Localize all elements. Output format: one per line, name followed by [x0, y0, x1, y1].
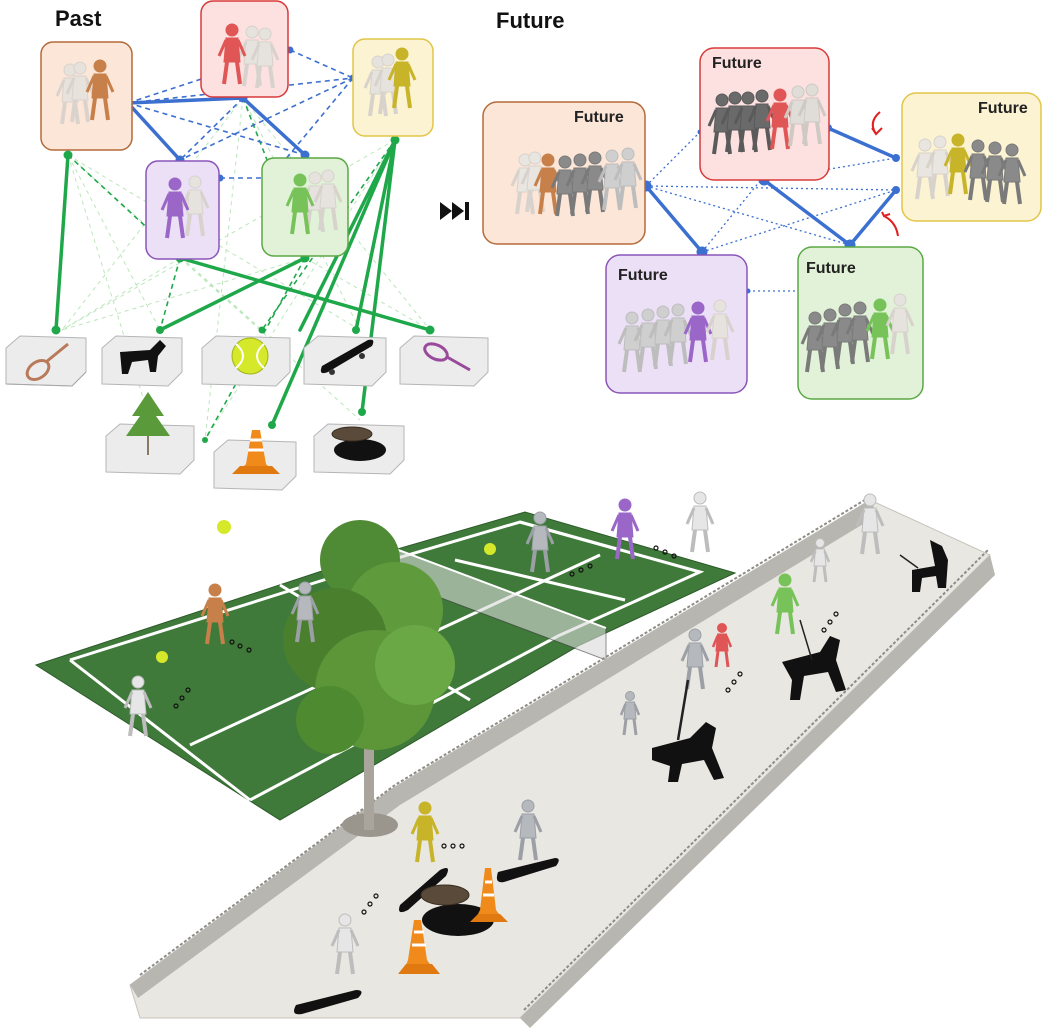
object-tiles: [5, 335, 489, 491]
future-heading: Future: [496, 8, 565, 33]
tree: [283, 520, 455, 837]
dog-icon: [101, 335, 183, 387]
past-node-red: [200, 0, 289, 98]
future-label-purple: Future: [618, 267, 668, 284]
future-node-purple: Future: [605, 254, 748, 394]
bold-human-edges: [126, 96, 307, 162]
past-node-green: [261, 157, 349, 257]
future-node-yellow: Future: [901, 92, 1042, 222]
future-node-green: Future: [797, 246, 924, 400]
traffic-cone-icon: [398, 920, 440, 974]
traffic-cone-icon: [470, 868, 508, 922]
future-label-red: Future: [712, 55, 762, 72]
scene: [34, 490, 995, 1028]
tennis-ball-icon: [484, 543, 496, 555]
fast-forward-icon: [440, 202, 469, 220]
tennis-racket-icon: [5, 335, 87, 387]
manhole-icon: [313, 423, 405, 475]
tennis-ball-icon: [217, 520, 231, 534]
manhole-icon: [420, 884, 494, 936]
tennis-ball-icon: [201, 335, 291, 387]
player-white-2: [685, 490, 715, 554]
past-node-orange: [40, 41, 133, 151]
past-heading: Past: [55, 6, 102, 31]
future-node-red: Future: [699, 47, 830, 181]
traffic-cone-icon: [213, 430, 297, 491]
red-arrows: [871, 111, 899, 237]
future-label-orange: Future: [574, 109, 624, 126]
tennis-racket-icon: [399, 335, 489, 387]
future-label-green: Future: [806, 260, 856, 277]
future-node-orange: Future: [482, 101, 646, 245]
past-node-purple: [145, 160, 220, 260]
future-bold-edges: [644, 126, 898, 254]
motion-dots: [173, 545, 839, 915]
dog-icon: [652, 540, 948, 782]
future-graph: Future Future Future: [482, 47, 1042, 400]
tennis-ball-icon: [156, 651, 168, 663]
future-label-yellow: Future: [978, 100, 1028, 117]
past-graph: [5, 0, 489, 491]
tree-icon: [105, 392, 195, 475]
past-node-yellow: [352, 38, 434, 137]
skateboard-icon: [303, 335, 387, 387]
sidewalk: [129, 497, 995, 1028]
